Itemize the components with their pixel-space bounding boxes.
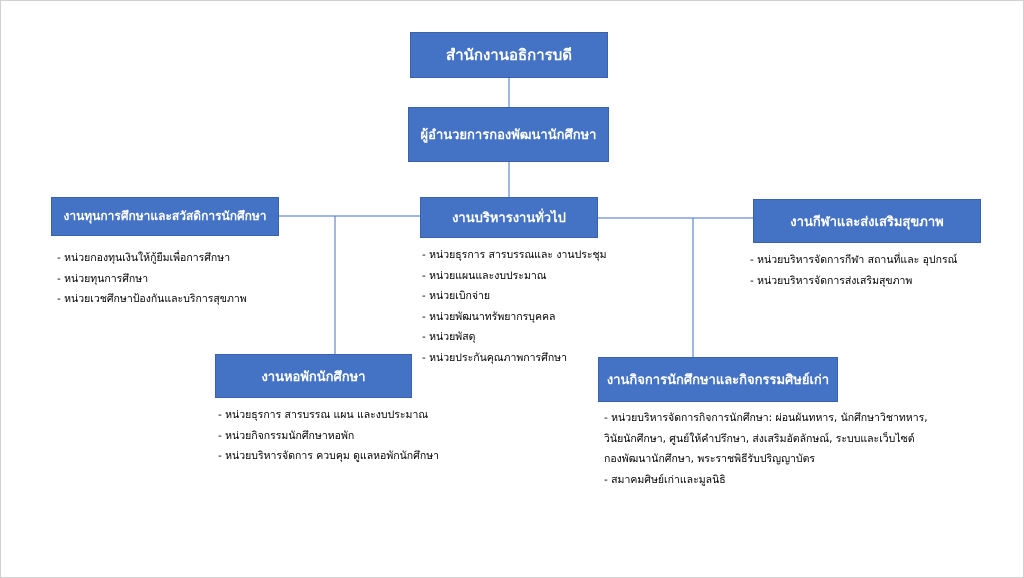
- list-item: กองพัฒนานักศึกษา, พระราชพิธีรับปริญญาบัต…: [604, 453, 816, 465]
- scholarship-units-list: - หน่วยกองทุนเงินให้กู้ยืมเพื่อการศึกษา …: [57, 248, 247, 310]
- root-office-box: สำนักงานอธิการบดี: [410, 32, 608, 78]
- general-section-label: งานบริหารงานทั่วไป: [452, 211, 566, 226]
- sports-section-box: งานกีฬาและส่งเสริมสุขภาพ: [753, 199, 981, 243]
- list-item: - หน่วยกิจกรรมนักศึกษาหอพัก: [218, 429, 355, 442]
- director-label: ผู้อำนวยการกองพัฒนานักศึกษา: [420, 128, 597, 143]
- dormitory-units-list: - หน่วยธุรการ สารบรรณ แผน และงบประมาณ - …: [218, 405, 439, 467]
- list-item: - หน่วยพัฒนาทรัพยากรบุคคล: [422, 310, 556, 323]
- activities-section-label: งานกิจการนักศึกษาและกิจกรรมศิษย์เก่า: [606, 373, 830, 388]
- list-item: - หน่วยเวชศึกษาป้องกันและบริการสุขภาพ: [57, 293, 247, 305]
- scholarship-section-label: งานทุนการศึกษาและสวัสดิการนักศึกษา: [63, 209, 267, 223]
- list-item: - หน่วยบริหารจัดการ ควบคุม ดูแลหอพักนักศ…: [218, 450, 440, 462]
- list-item: - หน่วยทุนการศึกษา: [57, 272, 149, 285]
- director-box: ผู้อำนวยการกองพัฒนานักศึกษา: [408, 107, 609, 162]
- list-item: - หน่วยประกันคุณภาพการศึกษา: [422, 351, 567, 364]
- list-item: - หน่วยพัสดุ: [422, 331, 476, 343]
- list-item: - หน่วยเบิกจ่าย: [422, 290, 491, 302]
- dormitory-section-box: งานหอพักนักศึกษา: [215, 354, 412, 398]
- activities-units-list: - หน่วยบริหารจัดการกิจการนักศึกษา: ผ่อนผ…: [604, 408, 928, 490]
- list-item: - หน่วยบริหารจัดการกิจการนักศึกษา: ผ่อนผ…: [604, 412, 928, 424]
- list-item: วินัยนักศึกษา, ศูนย์ให้คำปรึกษา, ส่งเสริ…: [604, 432, 915, 445]
- list-item: - สมาคมศิษย์เก่าและมูลนิธิ: [604, 473, 726, 486]
- root-office-label: สำนักงานอธิการบดี: [446, 46, 572, 64]
- list-item: - หน่วยธุรการ สารบรรณ แผน และงบประมาณ: [218, 409, 429, 421]
- list-item: - หน่วยกองทุนเงินให้กู้ยืมเพื่อการศึกษา: [57, 252, 231, 264]
- list-item: - หน่วยธุรการ สารบรรณและ งานประชุม: [422, 249, 607, 261]
- scholarship-section-box: งานทุนการศึกษาและสวัสดิการนักศึกษา: [51, 197, 279, 236]
- list-item: - หน่วยแผนและงบประมาณ: [422, 269, 547, 282]
- general-section-box: งานบริหารงานทั่วไป: [420, 197, 598, 238]
- sports-units-list: - หน่วยบริหารจัดการกีฬา สถานที่และ อุปกร…: [750, 250, 957, 291]
- list-item: - หน่วยบริหารจัดการส่งเสริมสุขภาพ: [750, 274, 913, 287]
- activities-section-box: งานกิจการนักศึกษาและกิจกรรมศิษย์เก่า: [598, 357, 838, 402]
- sports-section-label: งานกีฬาและส่งเสริมสุขภาพ: [790, 214, 944, 230]
- list-item: - หน่วยบริหารจัดการกีฬา สถานที่และ อุปกร…: [750, 254, 958, 266]
- general-units-list: - หน่วยธุรการ สารบรรณและ งานประชุม - หน่…: [422, 245, 607, 368]
- dormitory-section-label: งานหอพักนักศึกษา: [261, 369, 366, 385]
